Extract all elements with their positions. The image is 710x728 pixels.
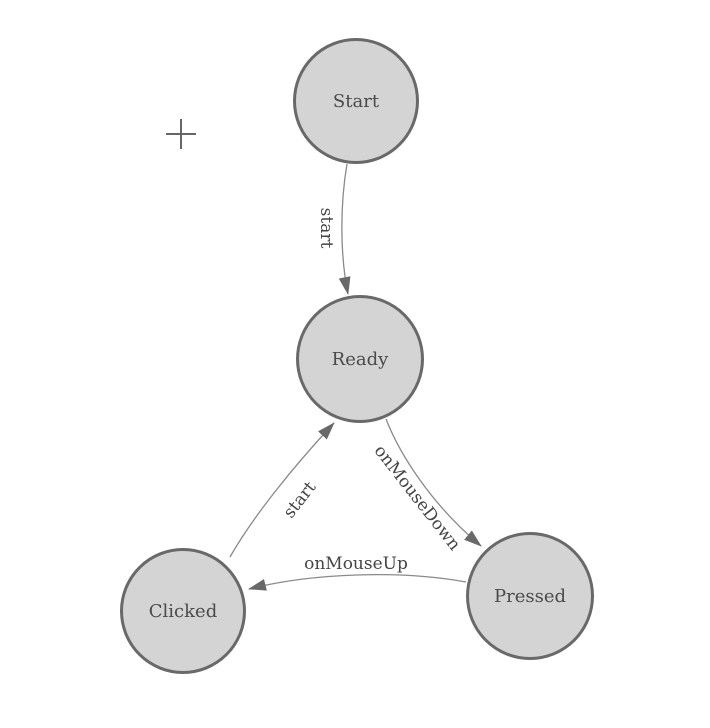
node-label-pressed: Pressed	[493, 585, 567, 607]
edge-group	[229, 163, 482, 591]
edge-start-to-ready[interactable]	[338, 163, 351, 295]
edge-label-pressed-to-clicked[interactable]: onMouseUp	[304, 554, 408, 574]
node-label-ready: Ready	[331, 348, 389, 370]
edge-ready-to-pressed[interactable]	[385, 418, 482, 547]
node-label-start: Start	[332, 90, 380, 112]
crosshair-cursor-icon	[166, 119, 196, 149]
edge-label-start-to-ready[interactable]: start	[316, 207, 336, 249]
node-pressed[interactable]: Pressed	[466, 532, 594, 660]
node-ready[interactable]: Ready	[296, 295, 424, 423]
node-clicked[interactable]: Clicked	[120, 548, 246, 674]
edge-pressed-to-clicked[interactable]	[248, 574, 467, 591]
edge-clicked-to-ready[interactable]	[229, 422, 335, 558]
node-label-clicked: Clicked	[148, 600, 218, 622]
node-start[interactable]: Start	[293, 38, 419, 164]
